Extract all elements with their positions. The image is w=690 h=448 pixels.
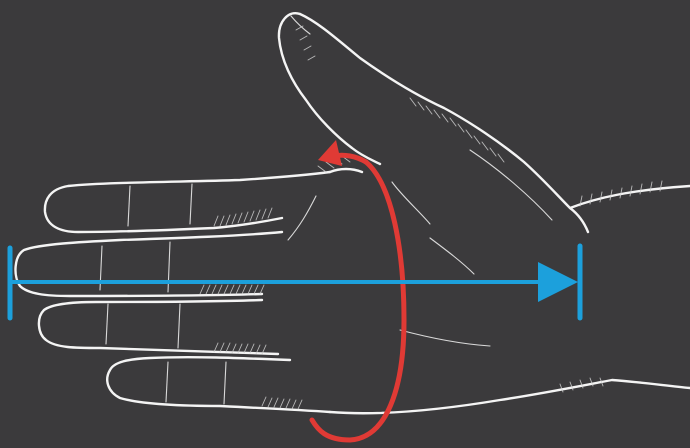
middle-joint-2 (167, 241, 171, 293)
palm-bottom-outline (328, 378, 690, 415)
index-joint-1 (127, 185, 131, 227)
palm-crease-1 (287, 195, 317, 241)
circumference-ring (309, 159, 407, 443)
index-joint-2 (189, 183, 193, 225)
length-measure (7, 243, 583, 321)
thumb-outline (277, 12, 382, 166)
little-joint-1 (165, 361, 169, 403)
ring-finger-outline (37, 298, 280, 356)
double-bar-arrow-icon (538, 262, 578, 302)
index-finger-tip-join (328, 167, 364, 174)
hand-illustration (14, 12, 690, 415)
palm-crease-2 (391, 181, 431, 225)
thumb-outline-upper (298, 12, 690, 210)
ring-joint-1 (105, 303, 109, 345)
little-finger-outline (106, 355, 332, 414)
wrist-upper-outline (568, 206, 590, 234)
circular-arrow-icon (318, 140, 342, 166)
circumference-measure (309, 140, 407, 443)
middle-finger-outline (14, 230, 284, 298)
index-finger-outline (43, 170, 332, 234)
palm-crease-4 (469, 149, 553, 221)
shading-hatch (199, 25, 663, 410)
thumb-nail-line (290, 15, 311, 35)
palm-crease-3 (429, 237, 475, 275)
little-joint-2 (223, 361, 227, 405)
palm-crease-5 (399, 329, 491, 347)
ring-joint-2 (177, 303, 181, 349)
